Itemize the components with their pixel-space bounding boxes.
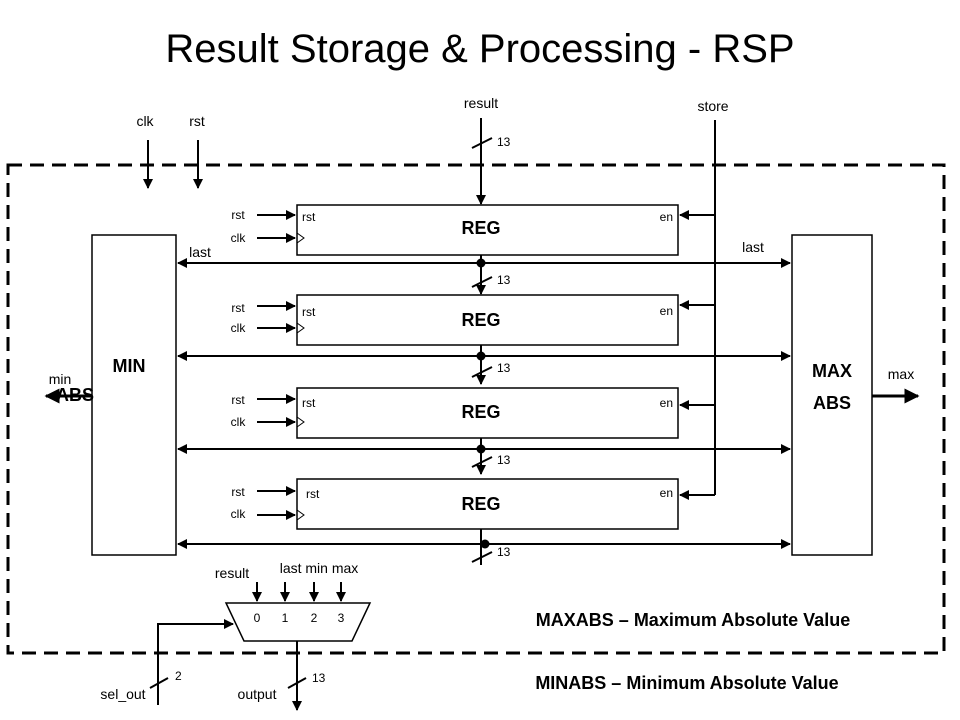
register-label: REG <box>461 310 500 330</box>
sel-out-label: sel_out <box>100 686 145 702</box>
mux-sel-3: 3 <box>338 611 345 625</box>
register-box <box>296 478 679 530</box>
max-output-label: max <box>888 366 914 382</box>
max-block-label: MAX <box>812 361 852 381</box>
register-label: REG <box>461 218 500 238</box>
bus-width-label: 13 <box>497 453 511 467</box>
result-input-label: result <box>464 95 498 111</box>
result-bus-slash <box>471 137 493 149</box>
register-en-port: en <box>660 304 673 318</box>
register-label: REG <box>461 494 500 514</box>
mux-sel-1: 1 <box>282 611 289 625</box>
clock-triangle <box>296 322 305 334</box>
bus-width-label: 13 <box>497 545 511 559</box>
bus-width-label: 13 <box>497 361 511 375</box>
rst-pin-label: rst <box>231 208 245 222</box>
output-mux: result last min max 0 1 2 3 2 sel_out 13… <box>100 560 372 711</box>
module-boundary <box>6 163 946 655</box>
register-1: REG rst en rst clk <box>231 204 679 256</box>
result-bus-width: 13 <box>497 135 511 149</box>
bus-width-label: 13 <box>497 273 511 287</box>
bus-slash <box>471 276 493 288</box>
rst-pin-label: rst <box>231 301 245 315</box>
output-label: output <box>238 686 277 702</box>
register-box <box>296 294 679 346</box>
mux-sel-0: 0 <box>254 611 261 625</box>
min-output-label: min <box>49 371 72 387</box>
bus-slash <box>471 456 493 468</box>
store-input-label: store <box>697 98 728 114</box>
register-rst-port: rst <box>302 305 316 319</box>
junction-dot <box>476 258 486 268</box>
sel-out-wire <box>157 619 234 705</box>
clk-pin-label: clk <box>231 415 247 429</box>
clk-label: clk <box>136 113 154 129</box>
register-en-port: en <box>660 396 673 410</box>
clock-triangle <box>296 416 305 428</box>
bus-slash <box>471 551 493 563</box>
min-block-label: MIN <box>113 356 146 376</box>
clock-triangle <box>296 509 305 521</box>
clk-pin-label: clk <box>231 321 247 335</box>
sel-bus-slash <box>149 677 169 689</box>
register-rst-port: rst <box>302 396 316 410</box>
bus-slash <box>471 366 493 378</box>
mux-result-label: result <box>215 565 249 581</box>
junction-dot <box>480 539 490 549</box>
clk-pin-label: clk <box>231 507 247 521</box>
register-box <box>296 387 679 439</box>
junction-dot <box>476 351 486 361</box>
mux-sel-2: 2 <box>311 611 318 625</box>
mux-last-min-max-label: last min max <box>280 560 359 576</box>
min-abs-block <box>91 234 177 556</box>
clock-triangle <box>296 232 305 244</box>
mux-shape <box>224 602 372 642</box>
register-en-port: en <box>660 486 673 500</box>
register-rst-port: rst <box>302 210 316 224</box>
register-3: REG rst en rst clk <box>231 387 679 439</box>
rst-label: rst <box>189 113 205 129</box>
minabs-note: MINABS – Minimum Absolute Value <box>535 673 838 693</box>
clk-pin-label: clk <box>231 231 247 245</box>
register-box <box>296 204 679 256</box>
max-block-label-abs: ABS <box>813 393 851 413</box>
register-rst-port: rst <box>306 487 320 501</box>
register-2: REG rst en rst clk <box>231 294 679 346</box>
max-last-label: last <box>742 239 764 255</box>
maxabs-note: MAXABS – Maximum Absolute Value <box>536 610 850 630</box>
rst-pin-label: rst <box>231 393 245 407</box>
page-title: Result Storage & Processing - RSP <box>165 27 794 71</box>
output-bus-width: 13 <box>312 671 326 685</box>
rst-pin-label: rst <box>231 485 245 499</box>
output-bus-slash <box>287 677 307 689</box>
sel-bus-width: 2 <box>175 669 182 683</box>
register-en-port: en <box>660 210 673 224</box>
junction-dot <box>476 444 486 454</box>
min-last-label: last <box>189 244 211 260</box>
max-abs-block <box>791 234 873 556</box>
register-label: REG <box>461 402 500 422</box>
register-4: REG rst en rst clk <box>231 478 679 530</box>
